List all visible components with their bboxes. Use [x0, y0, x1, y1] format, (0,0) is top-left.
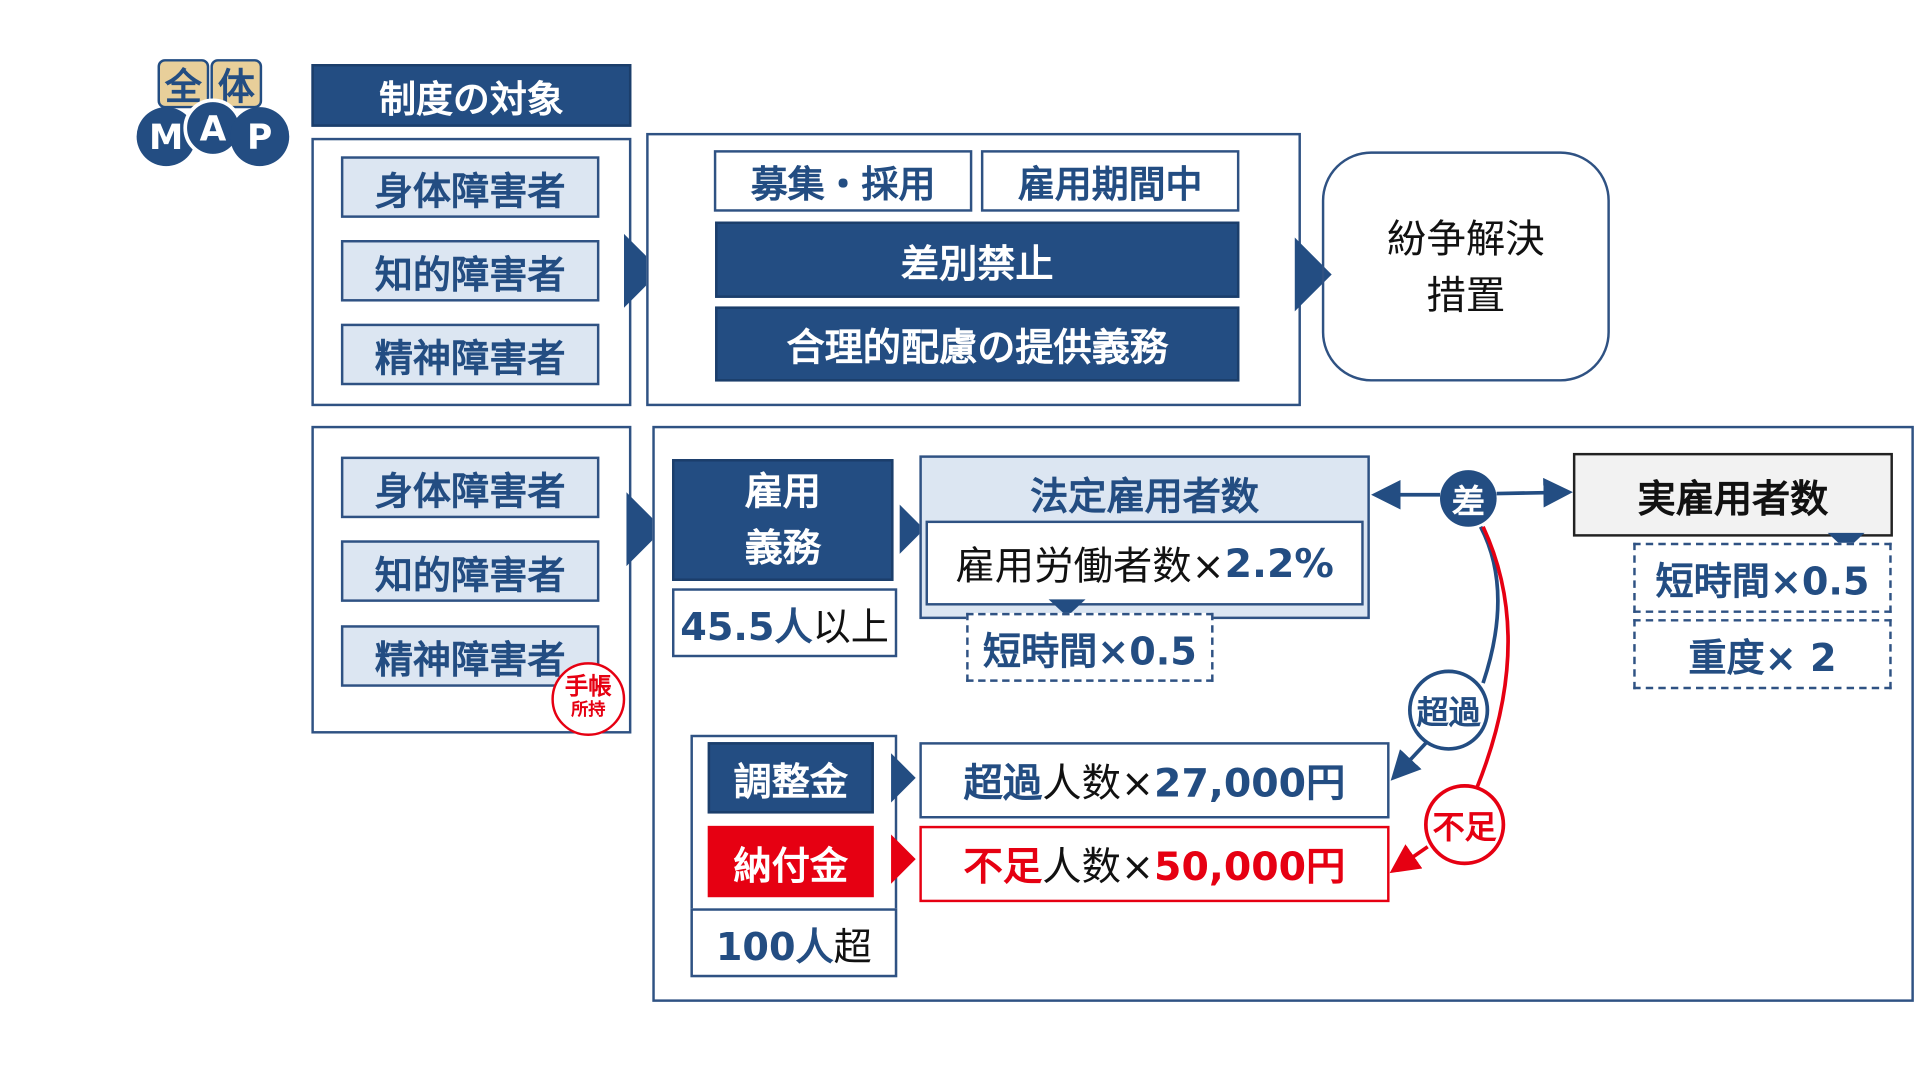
actual-short-time: 短時間×0.5 [1633, 542, 1892, 613]
formula-text: 雇用労働者数× [955, 542, 1225, 589]
discrimination-prohibition: 差別禁止 [715, 221, 1240, 298]
dispute-line: 紛争解決 [1387, 214, 1545, 262]
target-intellectual: 知的障害者 [340, 540, 600, 602]
actual-employment-count: 実雇用者数 [1572, 452, 1893, 537]
obligation-line: 義務 [744, 526, 821, 571]
levy-amount: 50,000円 [1154, 843, 1346, 890]
target-mental: 精神障害者 [340, 323, 600, 386]
obligation-line: 雇用 [744, 469, 821, 514]
adjustment-amount: 27,000円 [1154, 759, 1346, 807]
levy-threshold-num: 100人 [715, 924, 834, 970]
adjustment-grant: 調整金 [707, 742, 874, 814]
levy-threshold: 100人超 [693, 911, 895, 975]
arrow-right-icon [891, 753, 916, 803]
employment-obligation: 雇用 義務 [672, 459, 894, 581]
levy-threshold-box [690, 908, 898, 978]
stamp-line: 手帳 [564, 673, 612, 701]
legal-short-time: 短時間×0.5 [966, 612, 1214, 682]
levy-formula: 不足人数×50,000円 [919, 825, 1390, 903]
threshold-num: 45.5人 [680, 604, 813, 650]
excess-curve [1478, 525, 1500, 684]
formula-rate: 2.2% [1224, 539, 1334, 587]
levy-k2: 人数× [1042, 843, 1155, 890]
shortage-curve [1475, 525, 1510, 789]
adjustment-formula: 超過人数×27,000円 [919, 742, 1390, 819]
target-physical: 身体障害者 [340, 156, 600, 218]
arrow-down-icon [1048, 599, 1086, 617]
shortage-badge: 不足 [1424, 784, 1506, 866]
threshold-45-5: 45.5人以上 [672, 588, 898, 658]
adjustment-k2: 人数× [1042, 759, 1155, 807]
handbook-stamp: 手帳 所持 [551, 662, 626, 737]
levy-payment: 納付金 [707, 825, 874, 898]
logo-circle: P [230, 107, 290, 167]
shortage-arrow [1389, 844, 1429, 874]
excess-arrow [1390, 737, 1432, 781]
phase-employment: 雇用期間中 [980, 150, 1240, 212]
section-header: 制度の対象 [311, 64, 632, 127]
adjustment-k1: 超過 [963, 759, 1043, 807]
stamp-line: 所持 [571, 700, 606, 721]
logo-tile: 全 [157, 59, 210, 110]
reasonable-accommodation: 合理的配慮の提供義務 [715, 306, 1240, 382]
levy-k1: 不足 [963, 843, 1043, 890]
actual-severe: 重度× 2 [1633, 619, 1892, 690]
excess-badge: 超過 [1408, 669, 1490, 751]
dispute-resolution: 紛争解決 措置 [1321, 151, 1610, 382]
target-intellectual: 知的障害者 [340, 240, 600, 302]
threshold-rest: 以上 [812, 604, 889, 650]
diff-arrow-right [1496, 477, 1573, 508]
phase-recruitment: 募集・採用 [713, 150, 973, 212]
difference-badge: 差 [1440, 470, 1497, 527]
levy-threshold-rest: 超 [833, 924, 872, 970]
arrow-right-icon [1294, 237, 1332, 312]
target-physical: 身体障害者 [340, 456, 600, 519]
dispute-line: 措置 [1426, 271, 1506, 319]
arrow-right-icon [891, 834, 916, 884]
target-mental: 精神障害者 [340, 625, 600, 687]
legal-formula: 雇用労働者数×2.2% [925, 520, 1364, 606]
